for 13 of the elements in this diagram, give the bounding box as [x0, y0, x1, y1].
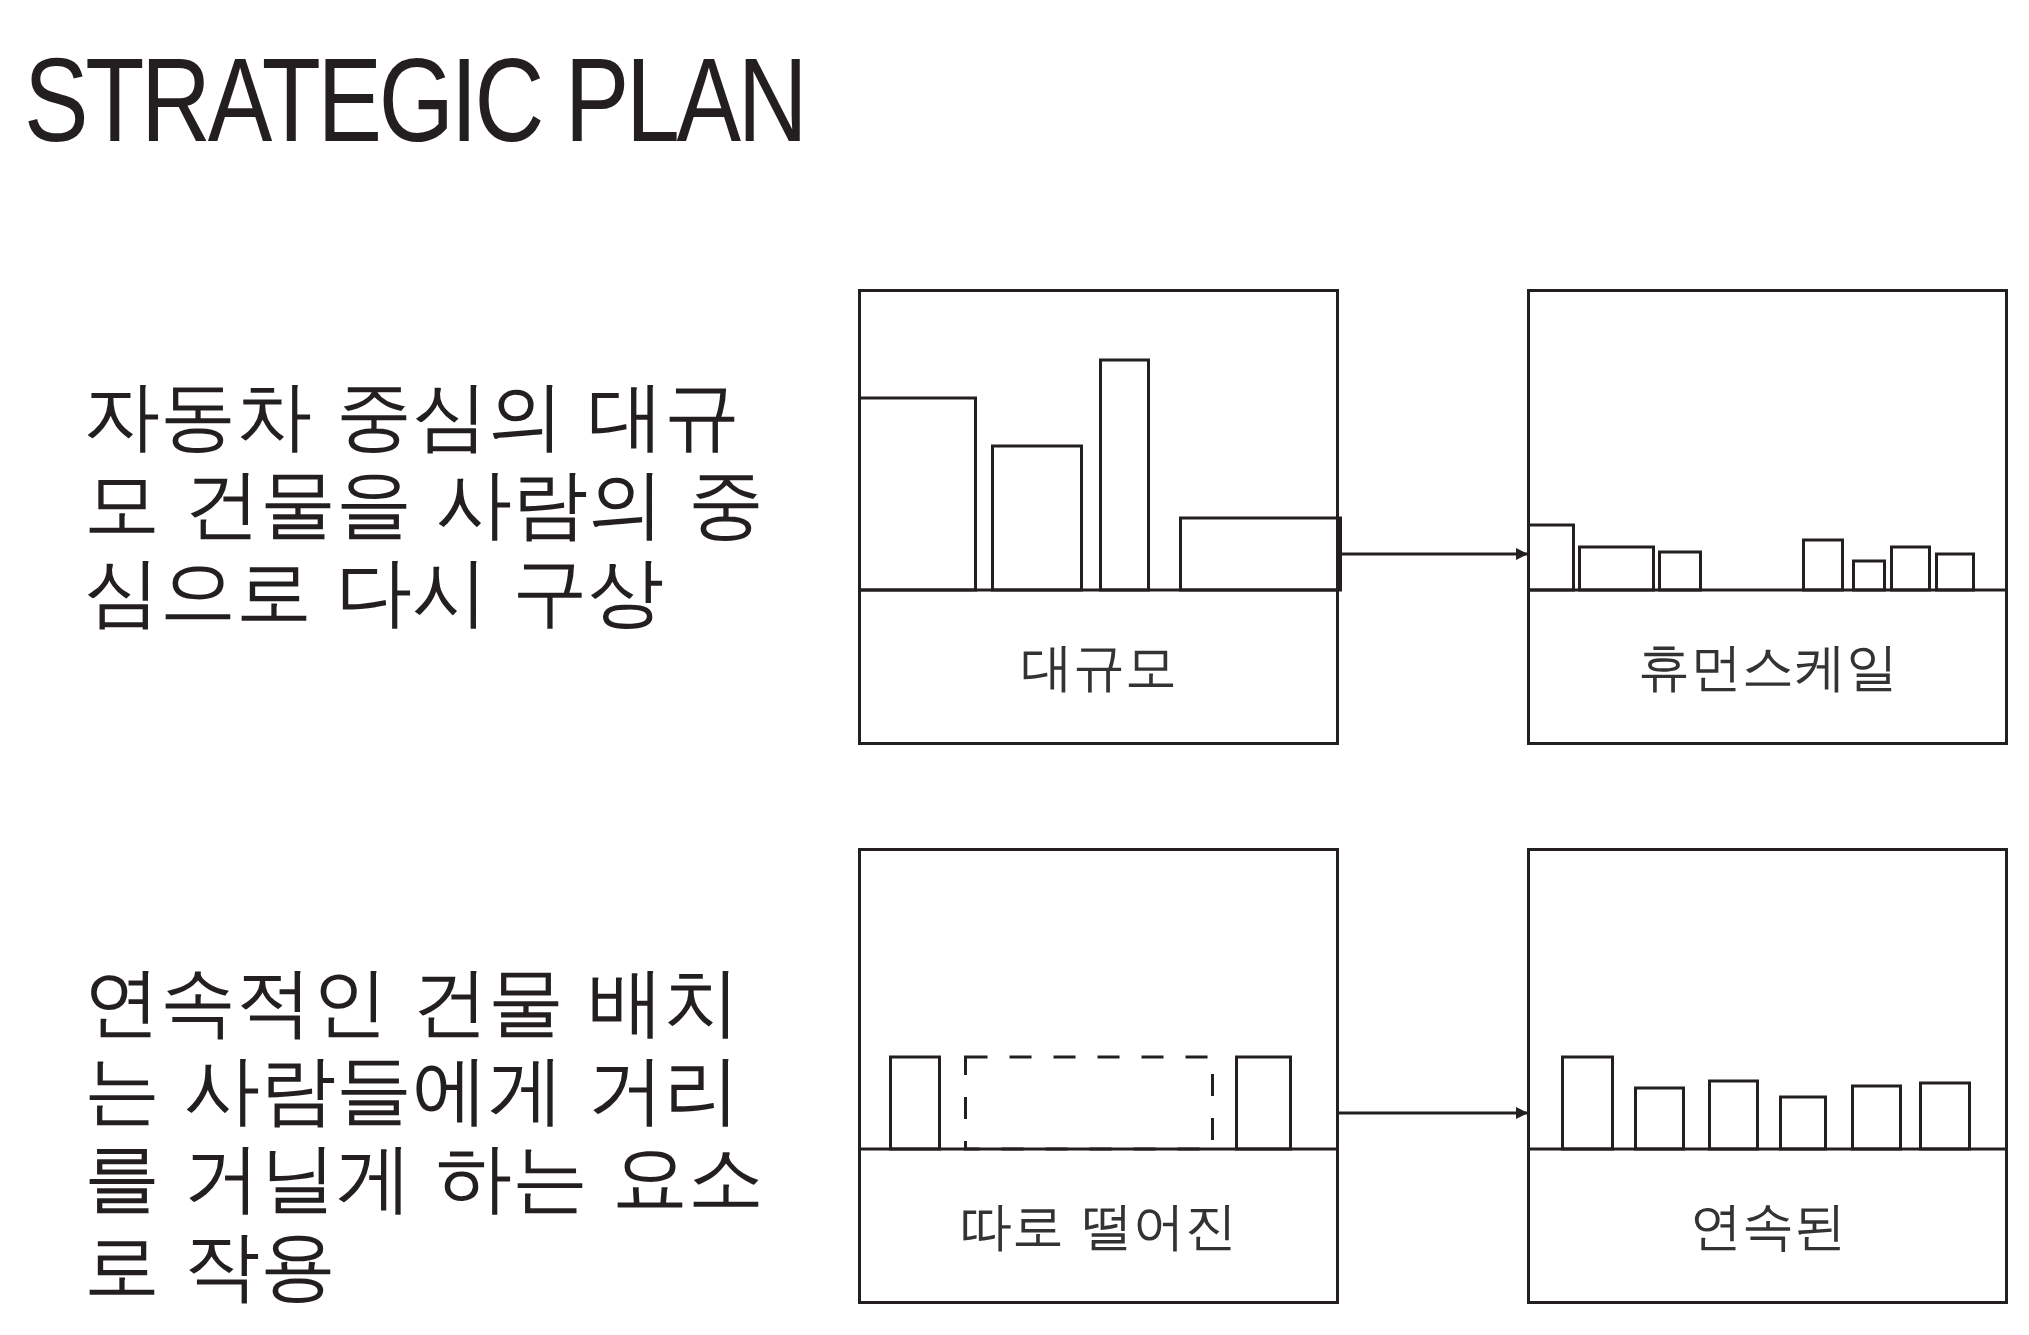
- illustration-panel: [1527, 289, 2008, 745]
- panel-caption: 따로 떨어진: [959, 1195, 1238, 1258]
- illustration-panel: [1527, 848, 2008, 1304]
- title: STRATEGIC PLAN: [24, 36, 805, 166]
- arrow: [1339, 1107, 1528, 1119]
- panel-caption: 연속된: [1688, 1195, 1847, 1258]
- arrow: [1339, 548, 1528, 560]
- panel-caption: 대규모: [1019, 636, 1178, 699]
- description-text: 자동차 중심의 대규모 건물을 사람의 중심으로 다시 구상: [84, 372, 766, 636]
- illustration-panel: [858, 848, 1339, 1304]
- illustration-panel: [858, 289, 1339, 745]
- description-text: 연속적인 건물 배치는 사람들에게 거리를 거닐게 하는 요소로 작용: [84, 958, 766, 1310]
- panel-caption: 휴먼스케일: [1636, 636, 1899, 699]
